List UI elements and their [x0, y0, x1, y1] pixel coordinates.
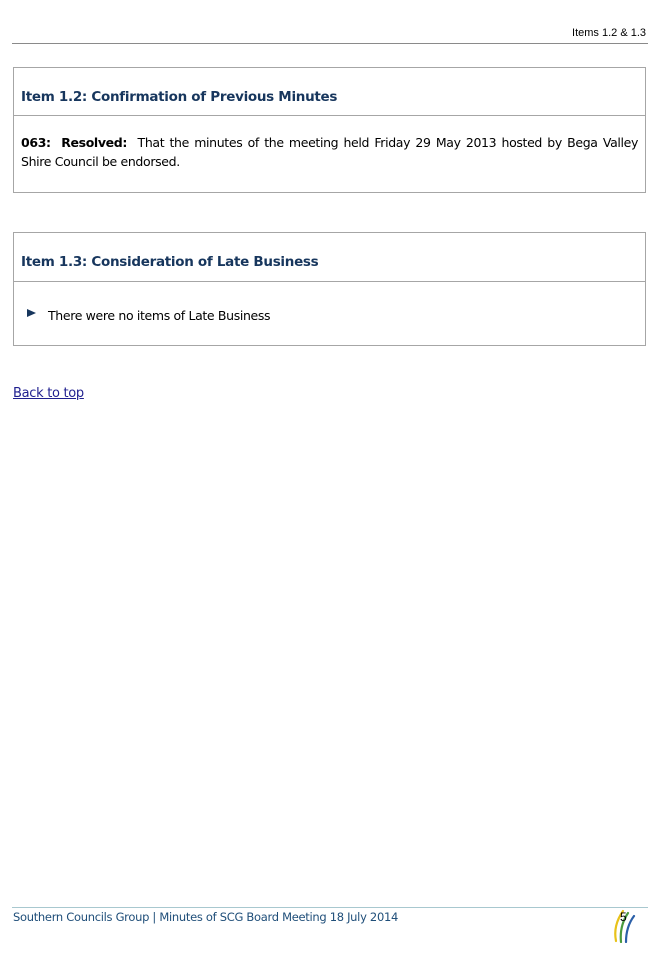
resolution-number: 063: — [21, 135, 51, 150]
page-header-label: Items 1.2 & 1.3 — [572, 27, 646, 39]
item-1-2-title: Item 1.2: Confirmation of Previous Minut… — [14, 68, 645, 116]
item-1-2-box: Item 1.2: Confirmation of Previous Minut… — [13, 67, 646, 193]
item-1-2-resolution: 063: Resolved: That the minutes of the m… — [14, 116, 645, 171]
bullet-text: There were no items of Late Business — [48, 308, 271, 323]
resolution-text: That the minutes of the meeting held Fri… — [21, 135, 639, 169]
triangle-bullet-icon — [27, 309, 36, 317]
scg-logo-icon — [614, 909, 636, 943]
footer-divider — [12, 907, 648, 908]
resolution-label: Resolved: — [61, 135, 128, 150]
bullet-item: There were no items of Late Business — [14, 282, 645, 323]
item-1-3-title: Item 1.3: Consideration of Late Business — [14, 233, 645, 282]
header-divider — [12, 43, 648, 44]
page-number: 5 — [620, 910, 627, 924]
back-to-top-link[interactable]: Back to top — [13, 386, 84, 401]
item-1-3-box: Item 1.3: Consideration of Late Business… — [13, 232, 646, 346]
footer-text: Southern Councils Group | Minutes of SCG… — [13, 910, 398, 924]
